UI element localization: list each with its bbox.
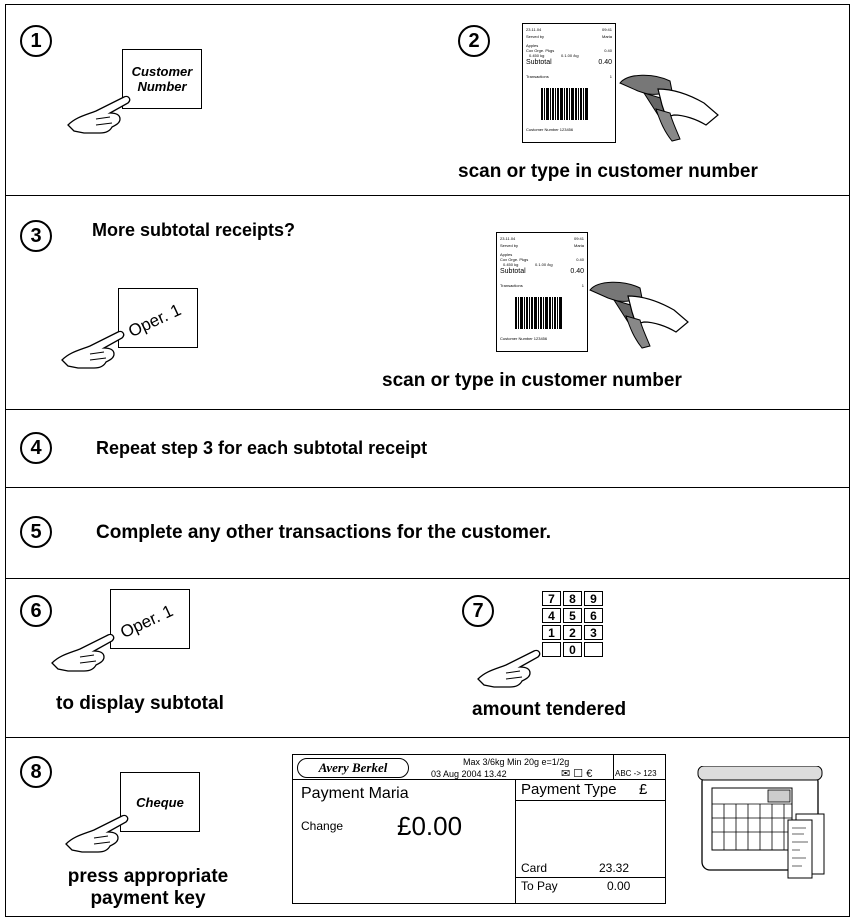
- pointing-hand-icon: [477, 649, 541, 688]
- receipt-item-1: Apples: [500, 252, 513, 257]
- step-number-1: 1: [20, 25, 52, 57]
- step-row-1-2: 1 Customer Number 2 23.11.04 09:41 Serve…: [5, 4, 850, 196]
- receipt-item-2: Cox Orge. Pkgs: [526, 48, 555, 53]
- key-8[interactable]: 8: [563, 591, 582, 606]
- receipt-customer-number: Customer Number 123456: [500, 336, 548, 341]
- step-row-4: 4 Repeat step 3 for each subtotal receip…: [5, 409, 850, 488]
- display-datetime: 03 Aug 2004 13.42: [431, 769, 507, 779]
- receipt-weight: 0.450 kg: [529, 53, 545, 58]
- step-row-3: 3 More subtotal receipts? Oper. 1 23.11.…: [5, 195, 850, 410]
- receipt-customer-number: Customer Number 123456: [526, 127, 574, 132]
- cheque-key-label: Cheque: [136, 795, 184, 810]
- currency-symbol: £: [639, 781, 648, 798]
- pointing-hand-icon: [61, 330, 125, 369]
- step-7-caption: amount tendered: [472, 699, 627, 720]
- step-number-2: 2: [458, 25, 490, 57]
- change-value: £0.00: [397, 811, 463, 841]
- scale-info: Max 3/6kg Min 20g e=1/2g: [463, 757, 570, 767]
- payment-title: Payment Maria: [301, 785, 409, 802]
- receipt-barcode: [515, 297, 562, 329]
- barcode-scanner-icon: [619, 74, 719, 142]
- to-pay-label: To Pay: [521, 879, 558, 893]
- step-8-caption-2: payment key: [90, 888, 206, 909]
- key-0[interactable]: 0: [563, 642, 582, 657]
- step-6-caption: to display subtotal: [56, 693, 224, 714]
- key-4[interactable]: 4: [542, 608, 561, 623]
- receipt-item-1: Apples: [526, 43, 539, 48]
- step-row-8: 8 Cheque press appropriate payment key A…: [5, 737, 850, 917]
- barcode-scanner-icon: [589, 281, 689, 349]
- receipt-time: 09:41: [573, 236, 584, 241]
- key-label-line-1: Customer: [131, 64, 193, 79]
- key-3[interactable]: 3: [584, 625, 603, 640]
- receipt-subtotal-value: 0.40: [598, 59, 612, 66]
- oper-1-key-step-6[interactable]: Oper. 1: [110, 589, 190, 649]
- step-number-6: 6: [20, 595, 52, 627]
- key-2[interactable]: 2: [563, 625, 582, 640]
- receipt-time: 09:41: [601, 27, 612, 32]
- oper-1-key-step-3[interactable]: Oper. 1: [118, 288, 198, 348]
- receipt-date: 23.11.04: [500, 236, 516, 241]
- input-mode: ABC -> 123: [615, 769, 657, 778]
- receipt-weight: 0.450 kg: [503, 262, 519, 267]
- key-9[interactable]: 9: [584, 591, 603, 606]
- key-label-line-2: Number: [137, 79, 187, 94]
- to-pay-value: 0.00: [607, 879, 631, 893]
- customer-number-key[interactable]: Customer Number: [122, 49, 202, 109]
- receipt-step-2: 23.11.04 09:41 Served by Maria Apples Co…: [522, 23, 616, 143]
- receipt-barcode: [541, 88, 588, 120]
- receipt-date: 23.11.04: [526, 27, 542, 32]
- receipt-subtotal-label: Subtotal: [526, 59, 552, 66]
- receipt-unit-price: 0.1.00 /kg: [561, 53, 579, 58]
- receipt-operator: Maria: [601, 34, 612, 39]
- receipt-step-3: 23.11.04 09:41 Served by Maria Apples Co…: [496, 232, 588, 352]
- payment-type-label: Payment Type: [521, 781, 617, 798]
- receipt-item-2: Cox Orge. Pkgs: [500, 257, 529, 262]
- card-value: 23.32: [599, 861, 630, 875]
- step-3-title: More subtotal receipts?: [92, 220, 296, 240]
- step-4-text: Repeat step 3 for each subtotal receipt: [96, 438, 428, 458]
- receipt-operator: Maria: [573, 243, 584, 248]
- receipt-transactions-value: 1: [581, 283, 584, 288]
- pointing-hand-icon: [51, 633, 115, 672]
- receipt-transactions-value: 1: [609, 74, 612, 79]
- receipt-subtotal-value: 0.40: [570, 268, 584, 275]
- step-2-caption: scan or type in customer number: [458, 161, 758, 182]
- step-5-text: Complete any other transactions for the …: [96, 522, 552, 543]
- receipt-price: 0.40: [604, 48, 612, 53]
- step-row-5: 5 Complete any other transactions for th…: [5, 487, 850, 579]
- receipt-unit-price: 0.1.00 /kg: [535, 262, 553, 267]
- receipt-served-by: Served by: [500, 243, 519, 248]
- receipt-transactions-label: Transactions: [526, 74, 549, 79]
- step-8-caption-1: press appropriate: [67, 866, 229, 887]
- pointing-hand-icon: [65, 814, 129, 853]
- step-3-caption: scan or type in customer number: [382, 370, 682, 391]
- scale-display-screen: Avery Berkel Max 3/6kg Min 20g e=1/2g 03…: [292, 754, 666, 904]
- avery-berkel-logo: Avery Berkel: [297, 758, 409, 778]
- receipt-price: 0.40: [576, 257, 584, 262]
- card-label: Card: [521, 861, 548, 875]
- step-number-3: 3: [20, 220, 52, 252]
- key-blank[interactable]: [542, 642, 561, 657]
- step-number-4: 4: [20, 432, 52, 464]
- step-number-8: 8: [20, 756, 52, 788]
- step-number-5: 5: [20, 516, 52, 548]
- key-blank[interactable]: [584, 642, 603, 657]
- change-label: Change: [301, 819, 344, 833]
- receipt-transactions-label: Transactions: [500, 283, 523, 288]
- key-6[interactable]: 6: [584, 608, 603, 623]
- step-number-7: 7: [462, 595, 494, 627]
- receipt-served-by: Served by: [526, 34, 545, 39]
- brand-name: Avery Berkel: [318, 760, 388, 775]
- key-1[interactable]: 1: [542, 625, 561, 640]
- key-5[interactable]: 5: [563, 608, 582, 623]
- receipt-subtotal-label: Subtotal: [500, 268, 526, 275]
- status-icons: ✉ ☐ €: [561, 768, 593, 780]
- scale-terminal-icon: [697, 766, 825, 879]
- pointing-hand-icon: [67, 95, 131, 134]
- key-7[interactable]: 7: [542, 591, 561, 606]
- cheque-key[interactable]: Cheque: [120, 772, 200, 832]
